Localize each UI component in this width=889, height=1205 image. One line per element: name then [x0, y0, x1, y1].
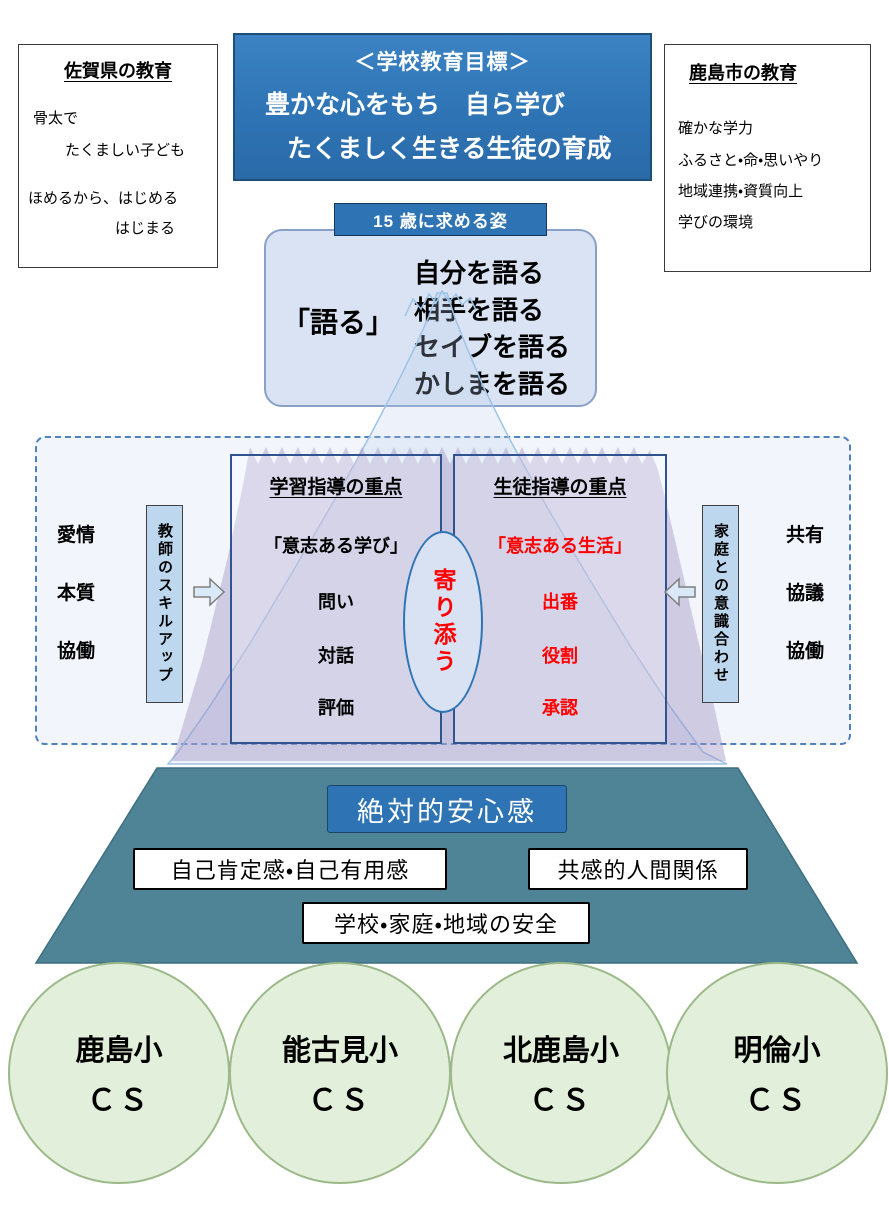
kataru-line-4: かしまを語る: [414, 369, 571, 399]
kataru-heading: 「語る」: [282, 307, 395, 338]
cs-circle-name: 北鹿島小: [502, 1035, 619, 1067]
self-esteem-box: 自己肯定感・自己有用感: [133, 848, 447, 890]
kashima-line-2: ふるさと・命・思いやり: [678, 152, 824, 169]
kataru-line-1: 自分を語る: [414, 258, 545, 288]
cs-circle-cs-label: ＣＳ: [528, 1085, 593, 1117]
keyword-affection: 愛情: [57, 525, 96, 546]
safety-box: 学校・家庭・地域の安全: [302, 902, 590, 944]
school-goal-line-2: たくましく生きる生徒の育成: [287, 135, 612, 163]
student-item-turn: 出番: [542, 592, 578, 612]
cs-circle-kashima-elementary: 鹿島小 ＣＳ: [8, 962, 230, 1184]
family-alignment-box: 家庭との意識合わせ: [702, 505, 739, 703]
teacher-skillup-box: 教師のスキルアップ: [146, 505, 183, 703]
school-goal-box: ＜学校教育目標＞ 豊かな心をもち 自ら学び たくましく生きる生徒の育成: [233, 33, 652, 181]
keyword-sharing: 共有: [786, 525, 825, 546]
saga-box-title: 佐賀県の教育: [64, 61, 172, 81]
kashima-box-title: 鹿島市の教育: [689, 63, 797, 83]
age-15-ideal-label: 15 歳に求める姿: [334, 203, 547, 236]
saga-line-2: たくましい子ども: [65, 142, 186, 159]
saga-line-1: 骨太で: [33, 110, 79, 127]
keyword-collaboration-right: 協働: [786, 641, 825, 662]
absolute-security-box: 絶対的安心感: [327, 785, 567, 833]
yorisou-ellipse: 寄り添う: [403, 531, 483, 713]
student-item-approval: 承認: [542, 698, 578, 718]
kataru-line-2: 相手を語る: [414, 295, 545, 325]
cs-circle-cs-label: ＣＳ: [744, 1085, 809, 1117]
kashima-line-4: 学びの環境: [678, 214, 754, 231]
school-goal-title: ＜学校教育目標＞: [354, 51, 531, 74]
keyword-essence: 本質: [57, 583, 96, 604]
kataru-line-3: セイブを語る: [414, 332, 571, 362]
keyword-collaboration-left: 協働: [57, 641, 96, 662]
arrow-right-icon: [193, 577, 226, 607]
saga-line-3: ほめるから、はじめる: [28, 190, 179, 207]
cs-circle-cs-label: ＣＳ: [86, 1085, 151, 1117]
learning-guidance-subtitle: 「意志ある学び」: [264, 536, 408, 556]
learning-item-evaluation: 評価: [318, 698, 354, 718]
school-goal-line-1: 豊かな心をもち 自ら学び: [265, 91, 566, 119]
cs-circle-name: 能古見小: [281, 1035, 398, 1067]
arrow-left-icon: [663, 577, 696, 607]
cs-circle-cs-label: ＣＳ: [307, 1085, 372, 1117]
saga-education-box: 佐賀県の教育 骨太で たくましい子ども ほめるから、はじめる はじまる: [18, 44, 218, 268]
cs-circle-meirin-elementary: 明倫小 ＣＳ: [666, 962, 888, 1184]
cs-circle-nogomi-elementary: 能古見小 ＣＳ: [229, 962, 451, 1184]
kataru-panel: 「語る」 自分を語る 相手を語る セイブを語る かしまを語る: [264, 229, 597, 407]
kashima-education-box: 鹿島市の教育 確かな学力 ふるさと・命・思いやり 地域連携・資質向上 学びの環境: [664, 44, 871, 272]
kashima-line-1: 確かな学力: [678, 120, 754, 137]
student-item-role: 役割: [542, 646, 578, 666]
student-guidance-subtitle: 「意志ある生活」: [488, 536, 632, 556]
cs-circle-kitakashima-elementary: 北鹿島小 ＣＳ: [450, 962, 672, 1184]
cs-circle-name: 鹿島小: [75, 1035, 163, 1067]
student-guidance-box: 生徒指導の重点 「意志ある生活」 出番 役割 承認: [453, 454, 667, 744]
yorisou-text: 寄り添う: [430, 568, 456, 676]
learning-guidance-title: 学習指導の重点: [269, 477, 403, 498]
student-guidance-title: 生徒指導の重点: [493, 477, 627, 498]
kashima-line-3: 地域連携・資質向上: [678, 183, 804, 200]
saga-line-4: はじまる: [115, 220, 176, 237]
keyword-consultation: 協議: [786, 583, 825, 604]
empathy-box: 共感的人間関係: [528, 848, 748, 890]
cs-circle-name: 明倫小: [733, 1035, 821, 1067]
